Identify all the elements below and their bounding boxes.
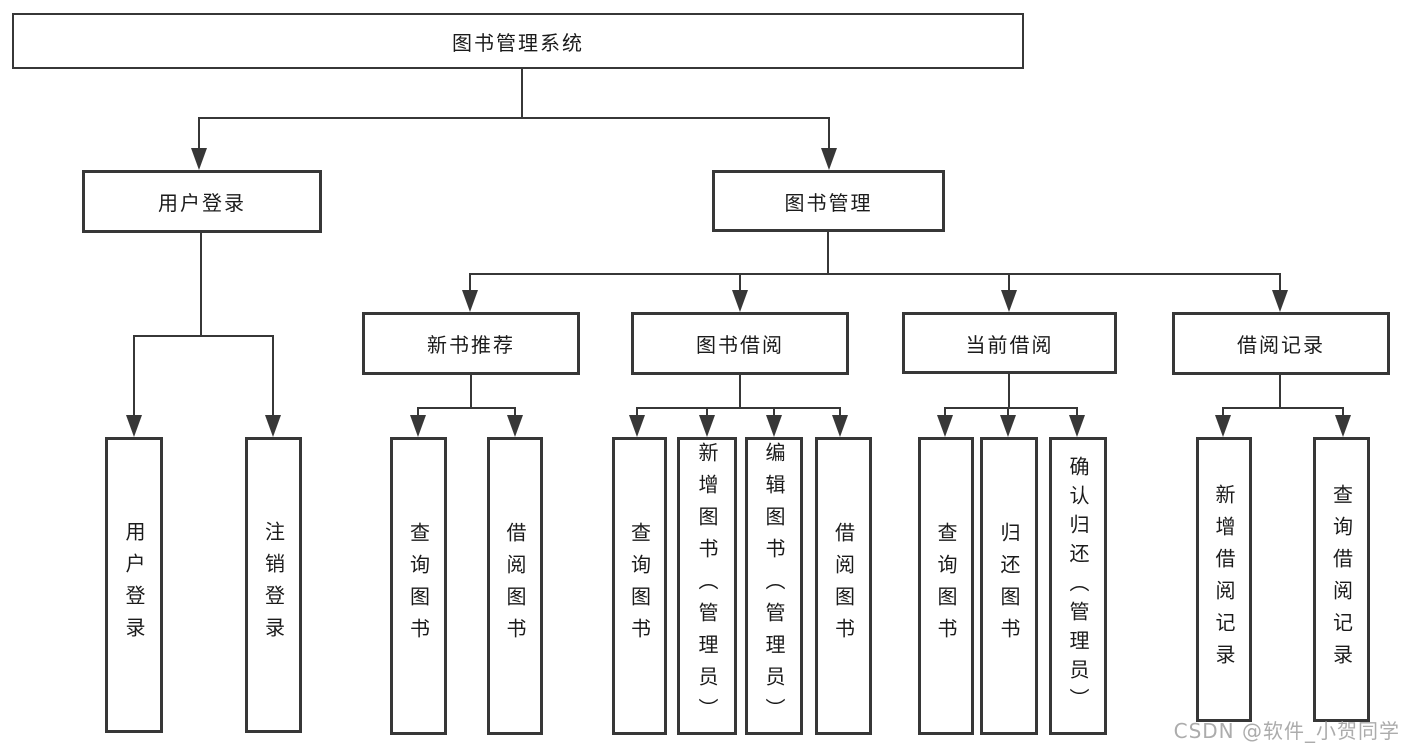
node-leaf-confirm-return-admin: 确认归还（管理员） <box>1049 437 1107 735</box>
node-label: 借阅图书 <box>503 522 527 650</box>
connector-recommend-stem <box>470 375 472 409</box>
node-new-book-recommend: 新书推荐 <box>362 312 580 375</box>
node-leaf-search-books-recommend: 查询图书 <box>390 437 447 735</box>
arrowhead-down-icon <box>1272 290 1288 312</box>
node-leaf-search-borrow-record: 查询借阅记录 <box>1313 437 1370 722</box>
node-label: 归还图书 <box>997 522 1021 650</box>
arrowhead-down-icon <box>1335 415 1351 437</box>
connector-borrow-rail <box>636 407 841 409</box>
node-label: 查询借阅记录 <box>1329 483 1354 676</box>
arrowhead-down-icon <box>1069 415 1085 437</box>
connector-bookmgmt-stem <box>827 232 829 275</box>
arrowhead-down-icon <box>732 290 748 312</box>
node-library-management-system: 图书管理系统 <box>12 13 1024 69</box>
connector-drop <box>1342 407 1344 417</box>
node-label: 借阅图书 <box>831 522 856 650</box>
node-label: 新增图书（管理员） <box>695 442 719 730</box>
arrowhead-down-icon <box>629 415 645 437</box>
connector-borrow-stem <box>739 375 741 409</box>
arrowhead-down-icon <box>766 415 782 437</box>
arrowhead-down-icon <box>507 415 523 437</box>
node-book-borrowing: 图书借阅 <box>631 312 849 375</box>
node-leaf-logout: 注销登录 <box>245 437 302 733</box>
node-leaf-add-borrow-record: 新增借阅记录 <box>1196 437 1252 722</box>
node-label: 编辑图书（管理员） <box>762 442 786 730</box>
connector-login-stem <box>200 233 202 337</box>
connector-drop-user-login <box>198 117 200 150</box>
arrowhead-down-icon <box>832 415 848 437</box>
node-label: 注销登录 <box>261 521 286 649</box>
connector-drop <box>272 335 274 417</box>
connector-root-rail <box>198 117 830 119</box>
arrowhead-down-icon <box>937 415 953 437</box>
node-label: 确认归还（管理员） <box>1066 455 1090 717</box>
connector-drop <box>944 407 946 417</box>
node-label: 用户登录 <box>158 191 246 215</box>
node-label: 新书推荐 <box>427 333 515 357</box>
node-label: 查询图书 <box>406 522 431 650</box>
connector-records-rail <box>1222 407 1344 409</box>
arrowhead-down-icon <box>126 415 142 437</box>
node-label: 用户登录 <box>122 521 146 649</box>
arrowhead-down-icon <box>1215 415 1231 437</box>
arrowhead-down-icon <box>410 415 426 437</box>
node-leaf-search-books-borrowing: 查询图书 <box>612 437 667 735</box>
connector-drop <box>514 407 516 417</box>
node-leaf-return-book: 归还图书 <box>980 437 1038 735</box>
connector-bookmgmt-rail <box>469 273 1281 275</box>
connector-drop <box>1076 407 1078 417</box>
connector-records-stem <box>1279 375 1281 409</box>
connector-drop <box>1279 273 1281 292</box>
node-label: 图书管理系统 <box>452 30 584 55</box>
connector-drop <box>739 273 741 292</box>
connector-drop <box>469 273 471 292</box>
node-book-management: 图书管理 <box>712 170 945 232</box>
arrowhead-down-icon <box>462 290 478 312</box>
arrowhead-down-icon <box>821 148 837 170</box>
node-current-borrowing: 当前借阅 <box>902 312 1117 374</box>
node-borrowing-records: 借阅记录 <box>1172 312 1390 375</box>
csdn-watermark: CSDN @软件_小贺同学 <box>1173 719 1400 743</box>
connector-drop <box>1222 407 1224 417</box>
node-leaf-borrow-books-recommend: 借阅图书 <box>487 437 543 735</box>
connector-drop <box>773 407 775 417</box>
connector-drop <box>1007 407 1009 417</box>
node-leaf-add-book-admin: 新增图书（管理员） <box>677 437 737 735</box>
connector-current-rail <box>944 407 1078 409</box>
arrowhead-down-icon <box>191 148 207 170</box>
node-user-login: 用户登录 <box>82 170 322 233</box>
arrowhead-down-icon <box>1001 290 1017 312</box>
node-leaf-borrow-books-borrowing: 借阅图书 <box>815 437 872 735</box>
connector-drop <box>839 407 841 417</box>
arrowhead-down-icon <box>265 415 281 437</box>
node-label: 查询图书 <box>934 522 958 650</box>
connector-drop <box>706 407 708 417</box>
node-label: 查询图书 <box>627 522 652 650</box>
connector-drop-book-mgmt <box>828 117 830 150</box>
connector-root-stem <box>521 69 523 119</box>
connector-recommend-rail <box>417 407 516 409</box>
node-leaf-search-books-current: 查询图书 <box>918 437 974 735</box>
connector-drop <box>636 407 638 417</box>
arrowhead-down-icon <box>1000 415 1016 437</box>
connector-current-stem <box>1008 374 1010 409</box>
connector-login-rail <box>133 335 274 337</box>
connector-drop <box>133 335 135 417</box>
arrowhead-down-icon <box>699 415 715 437</box>
node-leaf-edit-book-admin: 编辑图书（管理员） <box>745 437 803 735</box>
node-label: 图书借阅 <box>696 333 784 357</box>
node-label: 新增借阅记录 <box>1212 483 1236 676</box>
node-leaf-user-login: 用户登录 <box>105 437 163 733</box>
node-label: 图书管理 <box>784 190 873 215</box>
connector-drop <box>417 407 419 417</box>
connector-drop <box>1008 273 1010 292</box>
node-label: 借阅记录 <box>1237 333 1325 357</box>
node-label: 当前借阅 <box>965 332 1054 357</box>
